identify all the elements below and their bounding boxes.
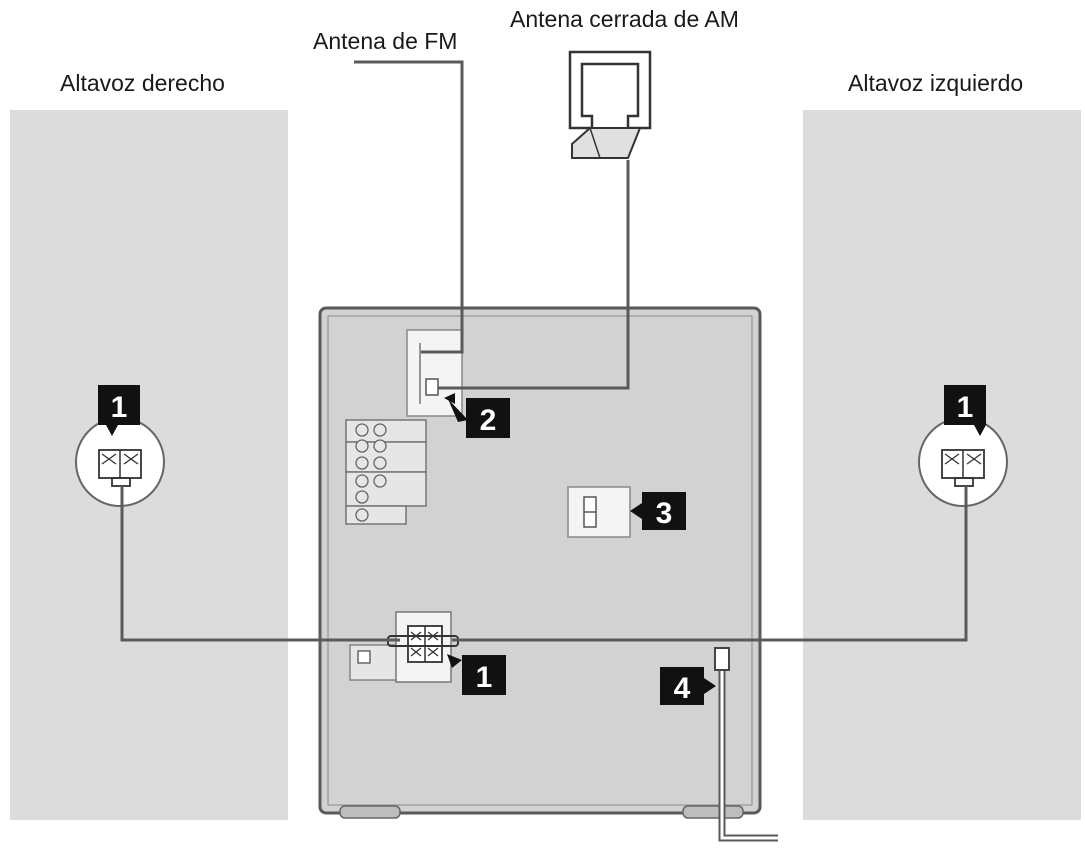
callout-badge-antenna: 2: [444, 393, 510, 438]
left-speaker-label: Altavoz izquierdo: [848, 70, 1024, 96]
callout-number: 2: [480, 404, 497, 437]
callout-number: 1: [111, 391, 128, 424]
callout-badge-speaker-right: 1: [98, 385, 140, 436]
right-speaker-terminal: [75, 417, 165, 507]
audio-jack-panel: [345, 419, 427, 525]
main-unit: [318, 306, 762, 819]
callout-badge-voltage: 3: [630, 492, 686, 530]
cables: [120, 60, 968, 842]
left-speaker-cable: [452, 486, 968, 642]
callout-number: 1: [476, 661, 493, 694]
am-loop-antenna: [568, 50, 652, 159]
callout-number: 4: [674, 672, 691, 705]
left-speaker-terminal: [918, 417, 1008, 507]
am-loop-antenna-label: Antena cerrada de AM: [510, 6, 739, 32]
callout-badge-speaker-terminals: 1: [447, 654, 506, 695]
power-cord-plug: [714, 647, 730, 671]
unit-foot-right: [682, 805, 744, 819]
callout-badge-power-cord: 4: [660, 667, 716, 705]
antenna-terminal-block: [406, 329, 463, 417]
callout-number: 3: [656, 497, 673, 530]
am-antenna-wire: [438, 160, 630, 390]
callout-badge-speaker-left: 1: [944, 385, 986, 436]
unit-speaker-terminals: [349, 611, 459, 683]
voltage-selector: [567, 486, 631, 538]
unit-foot-left: [339, 805, 401, 819]
right-speaker-label: Altavoz derecho: [60, 70, 225, 96]
fm-antenna-label: Antena de FM: [313, 28, 458, 54]
callout-number: 1: [957, 391, 974, 424]
right-speaker-cable: [120, 486, 400, 642]
fm-antenna-wire: [354, 60, 464, 354]
